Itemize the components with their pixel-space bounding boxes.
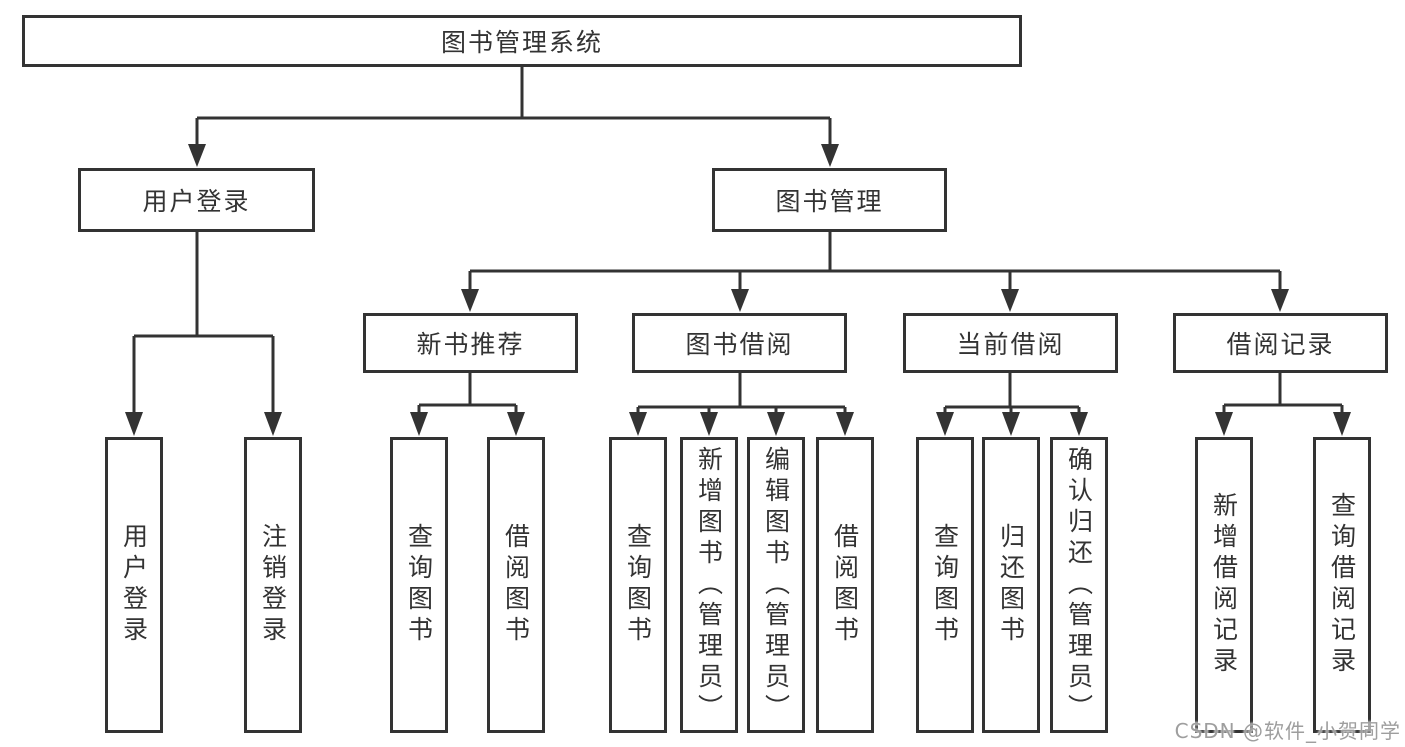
node-library-management-system: 图书管理系统 [22,15,1022,67]
leaf-label: 新增借阅记录 [1209,492,1239,678]
leaf-label: 查询图书 [623,523,653,647]
leaf-borrowing-edit-admin: 编辑图书（管理员） [747,437,805,733]
node-label: 用户登录 [142,187,251,216]
node-book-borrowing: 图书借阅 [632,313,847,373]
node-new-book-recommendation: 新书推荐 [363,313,578,373]
leaf-label: 查询借阅记录 [1327,492,1357,678]
watermark: CSDN @软件_小贺同学 [1174,719,1401,743]
leaf-records-add: 新增借阅记录 [1195,437,1253,733]
node-label: 新书推荐 [416,330,525,359]
leaf-borrowing-add-admin: 新增图书（管理员） [680,437,738,733]
node-label: 图书借阅 [685,330,794,359]
node-borrowing-records: 借阅记录 [1173,313,1388,373]
node-book-management-branch: 图书管理 [712,168,947,232]
leaf-label: 查询图书 [404,523,434,647]
leaf-current-return: 归还图书 [982,437,1040,733]
leaf-borrowing-borrow: 借阅图书 [816,437,874,733]
leaf-current-query: 查询图书 [916,437,974,733]
leaf-label: 确认归还（管理员） [1064,445,1094,725]
node-label: 当前借阅 [956,330,1065,359]
node-label: 借阅记录 [1226,330,1335,359]
leaf-label: 编辑图书（管理员） [761,445,791,725]
node-current-borrowing: 当前借阅 [903,313,1118,373]
node-user-login-branch: 用户登录 [78,168,315,232]
leaf-logout: 注销登录 [244,437,302,733]
leaf-label: 借阅图书 [830,523,860,647]
leaf-borrowing-query: 查询图书 [609,437,667,733]
leaf-label: 用户登录 [119,523,149,647]
leaf-label: 归还图书 [996,523,1026,647]
leaf-label: 注销登录 [258,523,288,647]
leaf-records-query: 查询借阅记录 [1313,437,1371,733]
leaf-label: 查询图书 [930,523,960,647]
leaf-label: 新增图书（管理员） [694,445,724,725]
root-label: 图书管理系统 [440,28,603,57]
leaf-new-books-query: 查询图书 [390,437,448,733]
leaf-new-books-borrow: 借阅图书 [487,437,545,733]
leaf-user-login: 用户登录 [105,437,163,733]
leaf-label: 借阅图书 [501,523,531,647]
node-label: 图书管理 [775,187,884,216]
leaf-current-confirm-return-admin: 确认归还（管理员） [1050,437,1108,733]
